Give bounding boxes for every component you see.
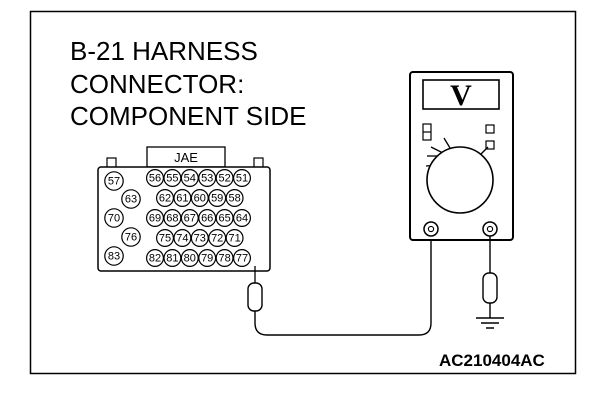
meter-switch-right-bottom — [485, 140, 495, 150]
pin-label-66: 66 — [201, 213, 213, 225]
connector-probe — [247, 232, 432, 336]
pin-label-70: 70 — [108, 213, 120, 225]
frame — [29, 10, 577, 375]
voltmeter: V — [409, 71, 514, 241]
meter-display-value: V — [450, 79, 472, 112]
pin-label-51: 51 — [236, 173, 248, 185]
pin-label-82: 82 — [149, 253, 161, 265]
pin-label-68: 68 — [166, 213, 178, 225]
pin-label-55: 55 — [166, 173, 178, 185]
pin-58 — [225, 189, 244, 208]
pin-57 — [104, 171, 124, 191]
title-line-2: CONNECTOR: — [70, 69, 244, 99]
pin-label-77: 77 — [236, 253, 248, 265]
pin-61 — [173, 189, 192, 208]
pin-label-74: 74 — [176, 233, 188, 245]
pin-83 — [104, 246, 124, 266]
pin-label-83: 83 — [108, 251, 120, 263]
pin-label-75: 75 — [159, 233, 171, 245]
pin-68 — [163, 209, 182, 228]
pin-70 — [104, 208, 124, 228]
title-line-1: B-21 HARNESS — [70, 36, 258, 66]
ground-probe — [476, 236, 504, 329]
pin-label-59: 59 — [211, 193, 223, 205]
pin-label-65: 65 — [218, 213, 230, 225]
meter-dial — [426, 146, 494, 214]
pin-label-67: 67 — [184, 213, 196, 225]
pin-label-58: 58 — [228, 193, 240, 205]
pin-label-57: 57 — [108, 176, 120, 188]
pin-label-69: 69 — [149, 213, 161, 225]
pin-label-64: 64 — [236, 213, 248, 225]
pin-label-52: 52 — [218, 173, 230, 185]
pin-label-71: 71 — [228, 233, 240, 245]
connector-brand: JAE — [174, 150, 198, 165]
pin-label-73: 73 — [194, 233, 206, 245]
meter-switch-right-top — [485, 124, 495, 134]
pin-81 — [163, 249, 182, 268]
pin-label-81: 81 — [166, 253, 178, 265]
pin-72 — [208, 229, 227, 248]
ground-probe-body — [482, 272, 498, 304]
pin-label-63: 63 — [125, 194, 137, 206]
reference-code: AC210404AC — [439, 351, 545, 370]
pin-label-61: 61 — [176, 193, 188, 205]
pin-63 — [121, 189, 141, 209]
connector-pins: 56 55 54 53 52 51 62 61 60 59 58 69 68 67 66 65 64 75 74 73… — [104, 169, 252, 268]
ground-symbol-icon — [476, 317, 504, 329]
pin-label-79: 79 — [201, 253, 213, 265]
pin-77 — [233, 249, 252, 268]
pin-59 — [208, 189, 227, 208]
pin-label-53: 53 — [201, 173, 213, 185]
probe-wire — [254, 232, 432, 336]
harness-connector: JAE 56 55 54 53 52 51 62 61 60 59 58 69 68 67 66 65 64 75… — [97, 146, 271, 272]
pin-label-78: 78 — [218, 253, 230, 265]
pin-66 — [198, 209, 217, 228]
pin-label-80: 80 — [184, 253, 196, 265]
pin-64 — [233, 209, 252, 228]
pin-79 — [198, 249, 217, 268]
pin-label-60: 60 — [194, 193, 206, 205]
pin-label-72: 72 — [211, 233, 223, 245]
pin-71 — [225, 229, 244, 248]
pin-53 — [198, 169, 217, 188]
pin-74 — [173, 229, 192, 248]
pin-label-76: 76 — [125, 232, 137, 244]
pin-76 — [121, 227, 141, 247]
meter-display — [422, 79, 500, 110]
pin-label-62: 62 — [159, 193, 171, 205]
title-line-3: COMPONENT SIDE — [70, 101, 306, 131]
pin-label-56: 56 — [149, 173, 161, 185]
probe-body — [247, 282, 263, 312]
pin-label-54: 54 — [184, 173, 196, 185]
pin-55 — [163, 169, 182, 188]
pin-51 — [233, 169, 252, 188]
